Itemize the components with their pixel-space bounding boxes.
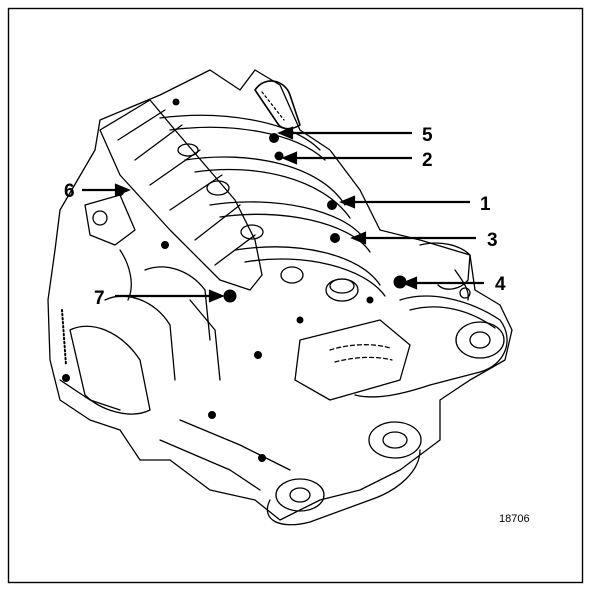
engine-illustration	[47, 69, 513, 526]
callout-7: 7	[94, 288, 105, 309]
figure-frame	[7, 7, 584, 584]
callout-leaders	[82, 126, 484, 303]
callout-4: 4	[495, 274, 506, 295]
callout-5: 5	[422, 125, 433, 146]
callout-3: 3	[487, 230, 498, 251]
callout-2: 2	[422, 150, 433, 171]
fasteners	[62, 98, 407, 462]
callout-1: 1	[480, 194, 491, 215]
figure-reference-code: 18706	[499, 513, 530, 525]
callout-6: 6	[64, 181, 75, 202]
